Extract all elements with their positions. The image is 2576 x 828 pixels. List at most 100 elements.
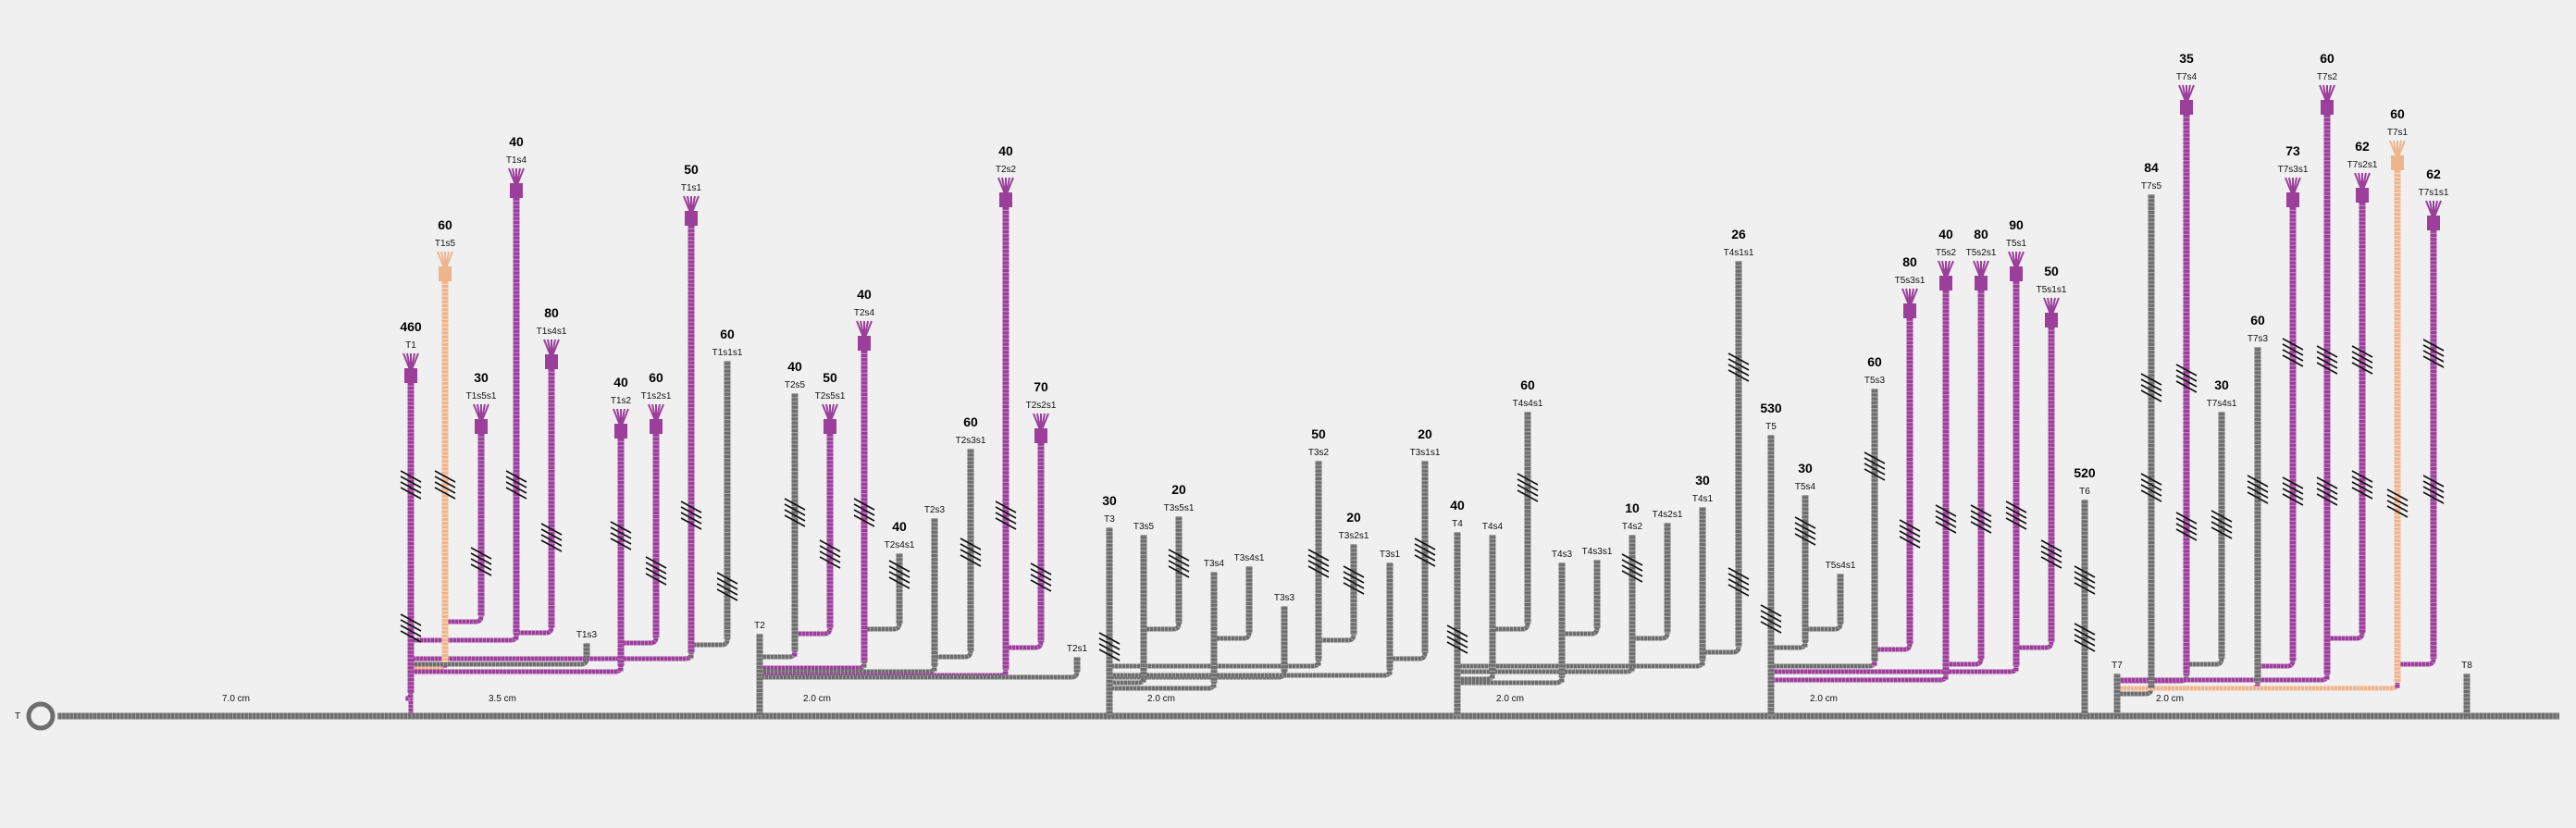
stem-count-label: 40 [613,375,628,389]
stem-count-label: 60 [2390,106,2405,121]
cut-hatch [1343,582,1365,595]
stem-link-texture [1316,634,1356,666]
bloom-flower [863,320,873,340]
cut-hatch [2282,338,2304,351]
stem-t3s1: T3s1 [1380,550,1401,670]
stem-count-label: 60 [963,414,978,429]
cut-mark-icon [2074,623,2096,652]
stem-link-texture [1943,658,1984,680]
stem-name-label: T5s2s1 [1966,248,1997,258]
cut-hatch [2175,523,2198,536]
cut-hatch [2140,473,2162,486]
stem-count-label: 60 [2320,51,2334,66]
bloom-icon [402,352,419,383]
cut-hatch [2175,512,2198,525]
stem-link-texture [688,638,730,659]
cut-mark-icon [2140,473,2162,502]
stem-count-label: 60 [649,370,663,385]
stem-count-label: 26 [1731,227,1746,241]
stem-name-label: T2s3 [924,505,946,515]
cut-hatch [716,577,738,590]
cut-mark-icon [2040,539,2062,569]
cut-hatch [1446,636,1468,649]
stem-t2s3: T2s3 [924,505,946,666]
bloom-head [1975,276,1988,290]
stem-name-label: T4s1s1 [1724,248,1754,258]
bloom-head [824,419,836,434]
cut-hatch [2316,356,2338,369]
cut-hatch [716,583,738,596]
cut-mark-icon [2005,501,2027,530]
stem-count-label: 20 [1171,482,1186,497]
cut-mark-icon [680,501,702,530]
bloom-head [685,211,698,226]
cut-hatch [1621,559,1643,572]
cut-hatch [2422,355,2445,368]
cut-hatch [645,567,667,580]
bloom-icon [543,339,560,369]
bloom-icon [2043,297,2060,327]
cut-hatch [400,624,422,637]
stem-count-label: 40 [857,287,872,302]
cut-hatch [1935,510,1957,523]
cut-mark-icon [888,560,910,589]
stem-count-label: 30 [474,370,489,385]
cut-mark-icon [2316,476,2338,506]
cut-hatch [716,588,738,601]
cut-hatch [505,481,527,494]
bloom-head [475,419,488,434]
cut-hatch [2422,339,2445,352]
cut-mark-icon [2386,488,2409,518]
cut-hatch [1621,553,1643,566]
stem-count-label: 84 [2144,160,2159,175]
cut-hatch [1414,549,1436,562]
bloom-flower [2326,84,2335,105]
cut-hatch [1864,463,1886,476]
bloom-icon [473,403,489,434]
stem-count-label: 50 [823,370,837,385]
cut-hatch [2140,373,2162,386]
trunk-distance-label: 7.0 cm [222,694,250,704]
cut-hatch [1935,504,1957,517]
bloom-icon [2354,172,2371,203]
cut-hatch [2247,486,2269,499]
trunk-distance-label: 3.5 cm [489,694,516,704]
cut-hatch [1728,584,1750,597]
cut-hatch [960,554,982,567]
cut-hatch [1414,554,1436,567]
bloom-flower [2015,251,2025,271]
bloom-icon [1901,288,1918,318]
bloom-flower [2292,177,2301,197]
cut-hatch [995,517,1017,530]
cut-hatch [819,550,841,563]
stem-t4s1s1: T4s1s1 26 [1724,227,1754,647]
cut-hatch [505,476,527,488]
cut-hatch [784,514,806,527]
stem-name-label: T3s3 [1274,593,1295,603]
cut-hatch [995,512,1017,525]
stem-link [932,650,973,672]
cut-hatch [1794,533,1816,546]
cut-hatch [1030,574,1052,587]
stem-name-label: T1s5s1 [466,391,497,402]
cut-hatch [2422,491,2445,504]
stem-name-label: T4s4s1 [1513,399,1543,409]
bloom-flower [444,251,453,271]
cut-hatch [1899,519,1921,532]
stem-link-texture [514,626,554,640]
stem-link [1559,627,1600,683]
stem-count-label: 40 [892,519,907,534]
stem-name-label: T7 [2112,661,2123,671]
cut-mark-icon [1899,519,1921,549]
stem-name-label: T4s2 [1622,522,1643,532]
cut-hatch [2247,475,2269,488]
root-label: T [15,711,20,722]
stem-name-label: T7s1s1 [2419,188,2449,198]
stem-link [861,623,902,668]
